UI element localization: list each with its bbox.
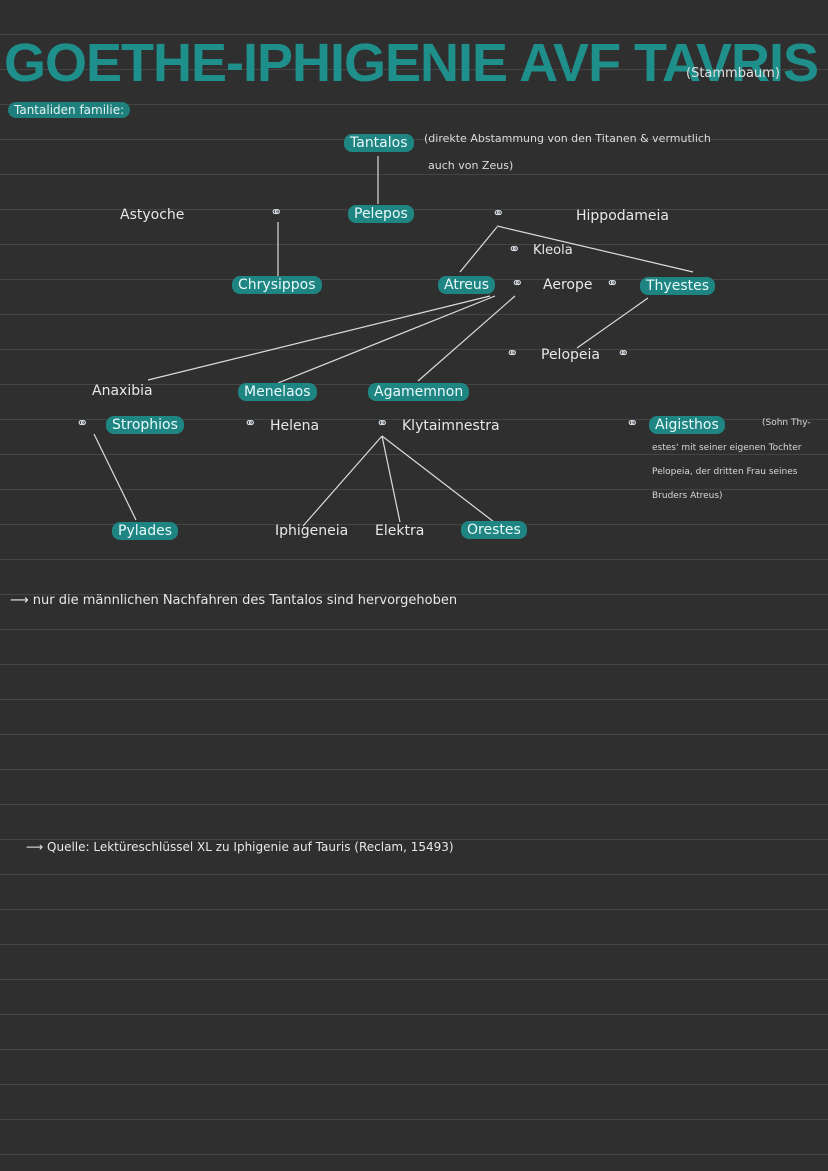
page-subtitle: (Stammbaum) [686, 66, 780, 81]
line-atreus-agamemnon [417, 295, 516, 382]
note-highlight-text: nur die männlichen Nachfahren des Tantal… [32, 593, 458, 608]
person-thyestes: Thyestes [640, 277, 716, 295]
line-ring-atreus [459, 226, 498, 273]
note-tantalos-2: auch von Zeus) [428, 159, 514, 172]
person-kleola: Kleola [533, 243, 573, 258]
ring-icon: ⚭ [617, 344, 630, 362]
line-klytaimnestra-elektra [381, 435, 401, 523]
person-strophios: Strophios [106, 416, 184, 434]
person-hippodameia: Hippodameia [576, 208, 669, 224]
ring-icon: ⚭ [244, 414, 257, 432]
person-helena: Helena [270, 418, 320, 434]
person-pylades: Pylades [112, 522, 178, 540]
page-title: GOETHE-IPHIGENIE AVF TAVRIS [4, 33, 819, 93]
section-label: Tantaliden familie: [8, 102, 131, 118]
note-aigisthos-2: estes' mit seiner eigenen Tochter [652, 443, 802, 453]
person-chrysippos: Chrysippos [232, 276, 322, 294]
line-thyestes-pelopeia [576, 297, 649, 349]
person-pelepos: Pelepos [348, 205, 414, 223]
line-strophios-pylades [93, 433, 137, 521]
arrow-right-icon: ⟶ [26, 840, 48, 854]
ring-icon: ⚭ [511, 274, 524, 292]
note-aigisthos-3: Pelopeia, der dritten Frau seines [652, 467, 798, 477]
person-astyoche: Astyoche [120, 207, 185, 223]
line-ring-thyestes [496, 225, 694, 273]
note-aigisthos-4: Bruders Atreus) [652, 491, 723, 501]
person-orestes: Orestes [461, 521, 527, 539]
line-klytaimnestra-orestes [381, 435, 495, 523]
person-aigisthos: Aigisthos [649, 416, 725, 434]
ring-icon: ⚭ [606, 274, 619, 292]
person-agamemnon: Agamemnon [368, 383, 470, 401]
note-highlight-explanation: ⟶ nur die männlichen Nachfahren des Tant… [10, 593, 457, 608]
line-atreus-menelaos [277, 295, 496, 384]
ring-icon: ⚭ [506, 344, 519, 362]
arrow-right-icon: ⟶ [10, 593, 33, 608]
note-tantalos-1: (direkte Abstammung von den Titanen & ve… [424, 132, 711, 145]
line-klytaimnestra-iphigeneia [302, 435, 383, 527]
ring-icon: ⚭ [376, 414, 389, 432]
note-aigisthos-1: (Sohn Thy- [762, 418, 811, 428]
note-source-text: Quelle: Lektüreschlüssel XL zu Iphigenie… [47, 840, 454, 854]
person-atreus: Atreus [438, 276, 496, 294]
person-aerope: Aerope [543, 277, 593, 293]
person-anaxibia: Anaxibia [92, 383, 153, 399]
ring-icon: ⚭ [76, 414, 89, 432]
person-pelopeia: Pelopeia [541, 347, 600, 363]
person-klytaimnestra: Klytaimnestra [402, 418, 500, 434]
line-atreus-anaxibia [147, 295, 491, 381]
note-source: ⟶ Quelle: Lektüreschlüssel XL zu Iphigen… [26, 840, 454, 854]
ring-icon: ⚭ [626, 414, 639, 432]
ring-icon: ⚭ [270, 203, 283, 221]
person-menelaos: Menelaos [238, 383, 317, 401]
ring-icon: ⚭ [508, 240, 521, 258]
person-elektra: Elektra [375, 523, 425, 539]
person-tantalos: Tantalos [344, 134, 414, 152]
ring-icon: ⚭ [492, 204, 505, 222]
person-iphigeneia: Iphigeneia [275, 523, 349, 539]
